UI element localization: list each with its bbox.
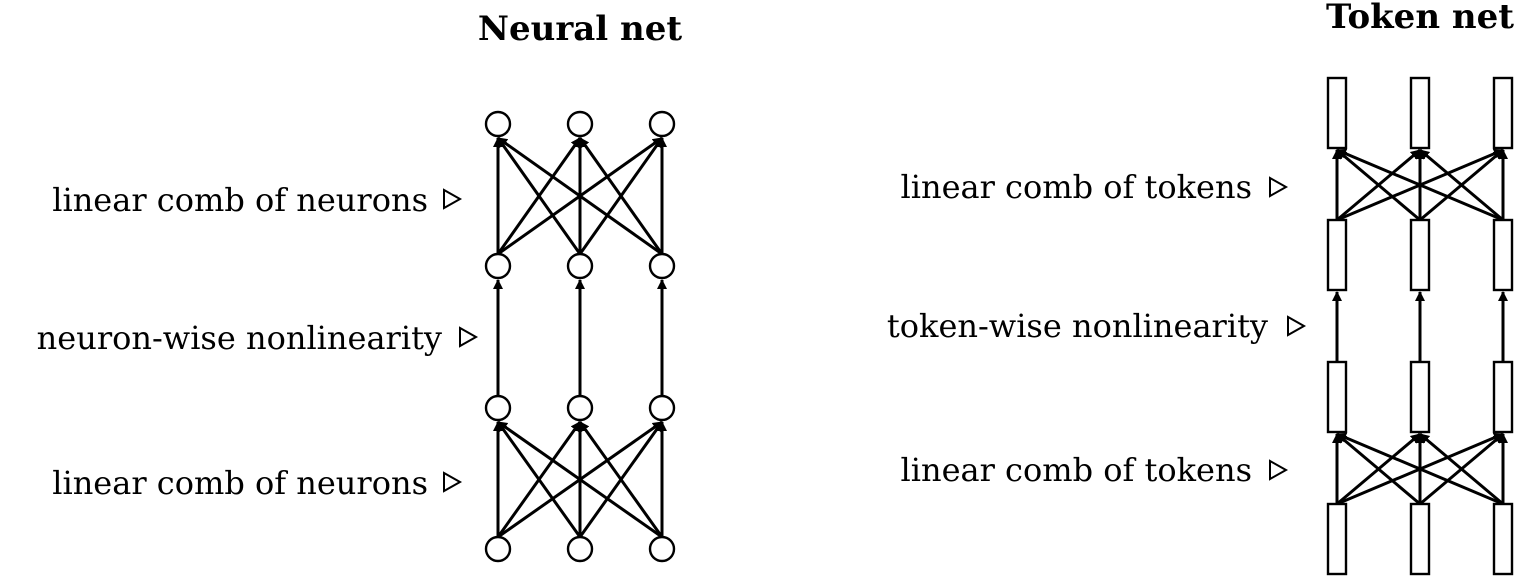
neural-net-nonlinearity-marker bbox=[459, 326, 479, 348]
token-net-title: Token net bbox=[1326, 0, 1514, 37]
token-node bbox=[1492, 502, 1514, 576]
neuron-node bbox=[566, 110, 594, 138]
neural-net-connection-arrow bbox=[497, 136, 663, 256]
token-net-edges bbox=[1332, 148, 1508, 506]
token-node bbox=[1326, 360, 1348, 434]
neural-net-bottom-linear-marker bbox=[443, 471, 463, 493]
token-net-connection-arrow bbox=[1336, 148, 1504, 222]
neuron-node bbox=[648, 110, 676, 138]
token-net-panel: Token net linear comb of tokens token-wi… bbox=[887, 0, 1514, 576]
neuron-node bbox=[648, 252, 676, 280]
token-net-nonlinearity-marker bbox=[1287, 315, 1307, 337]
token-node bbox=[1409, 218, 1431, 292]
neural-net-connection-arrow bbox=[496, 137, 582, 255]
neural-net-edges bbox=[493, 136, 667, 539]
token-net-bottom-linear-marker bbox=[1269, 459, 1289, 481]
neuron-node bbox=[566, 535, 594, 563]
neural-net-connection-arrow bbox=[578, 137, 664, 255]
token-node bbox=[1409, 502, 1431, 576]
neural-net-nonlinearity-label: neuron-wise nonlinearity bbox=[37, 319, 442, 357]
neural-net-bottom-linear-label: linear comb of neurons bbox=[52, 464, 428, 502]
token-net-nodes bbox=[1326, 76, 1514, 576]
neuron-node bbox=[484, 394, 512, 422]
token-node bbox=[1409, 360, 1431, 434]
token-net-connection-arrow bbox=[1336, 148, 1421, 222]
token-net-connection-arrow bbox=[1419, 148, 1504, 222]
token-net-top-linear-label: linear comb of tokens bbox=[900, 168, 1252, 206]
token-net-connection-arrow bbox=[1336, 432, 1421, 506]
token-net-connection-arrow bbox=[1419, 432, 1504, 506]
neuron-node bbox=[648, 535, 676, 563]
token-node bbox=[1492, 218, 1514, 292]
token-net-top-linear-marker bbox=[1269, 176, 1289, 198]
neuron-node bbox=[648, 394, 676, 422]
neural-net-top-linear-label: linear comb of neurons bbox=[52, 181, 428, 219]
neuron-node bbox=[566, 394, 594, 422]
neural-net-title: Neural net bbox=[478, 9, 682, 49]
neuron-node bbox=[484, 252, 512, 280]
token-node bbox=[1409, 76, 1431, 150]
token-node bbox=[1326, 502, 1348, 576]
neural-net-connection-arrow bbox=[578, 421, 664, 538]
token-node bbox=[1326, 76, 1348, 150]
token-net-connection-arrow bbox=[1336, 432, 1504, 506]
token-net-bottom-linear-label: linear comb of tokens bbox=[900, 451, 1252, 489]
neuron-node bbox=[484, 535, 512, 563]
token-node bbox=[1492, 76, 1514, 150]
neuron-node bbox=[566, 252, 594, 280]
token-node bbox=[1326, 218, 1348, 292]
token-node bbox=[1492, 360, 1514, 434]
neuron-node bbox=[484, 110, 512, 138]
neural-net-panel: Neural net linear comb of neurons neuron… bbox=[37, 9, 682, 563]
neural-net-top-linear-marker bbox=[443, 188, 463, 210]
neural-net-connection-arrow bbox=[497, 420, 663, 539]
neural-net-connection-arrow bbox=[496, 421, 582, 538]
neural-net-nodes bbox=[484, 110, 676, 563]
token-net-nonlinearity-label: token-wise nonlinearity bbox=[887, 307, 1268, 345]
